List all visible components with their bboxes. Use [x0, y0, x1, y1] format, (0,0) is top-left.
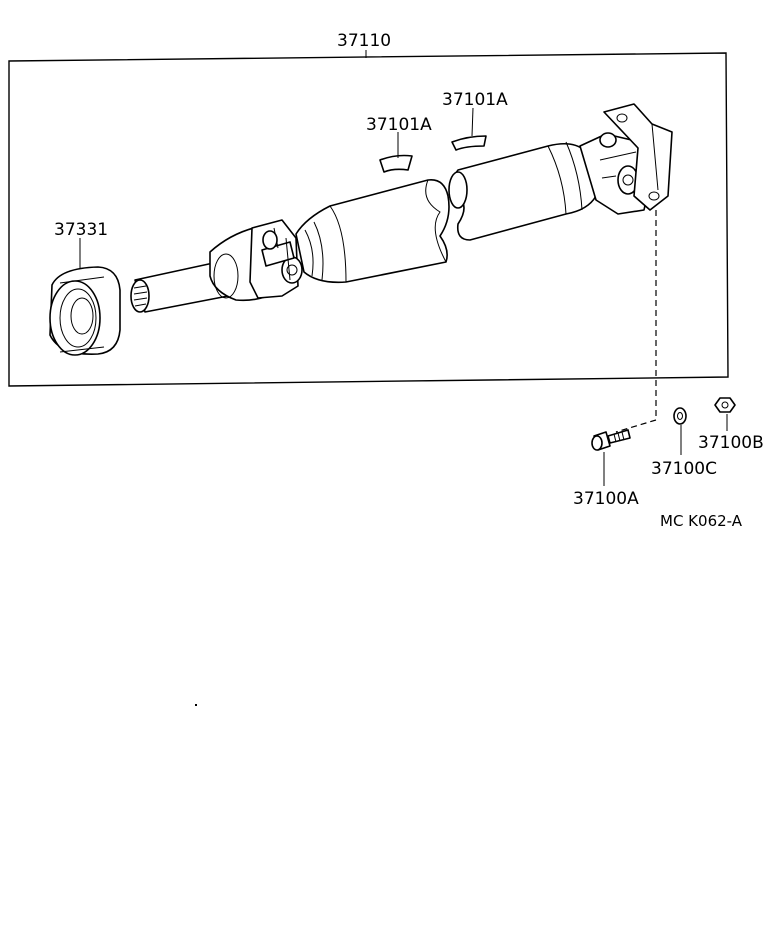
flange-yoke	[603, 103, 673, 211]
shaft-tube-rear	[448, 141, 597, 241]
balance-weight-lower	[379, 154, 413, 173]
weight-upper-part-number: 37101A	[442, 90, 508, 110]
shaft-tube-front	[295, 179, 450, 284]
bolt-alignment-line	[615, 210, 657, 433]
drawing-code: MC K062-A	[660, 512, 743, 530]
nut-part-number: 37100B	[698, 433, 764, 453]
dust-boot	[49, 266, 121, 356]
flange-bolt	[591, 429, 631, 451]
balance-weight-upper	[451, 135, 487, 151]
washer-part-number: 37100C	[651, 459, 717, 479]
lock-washer	[673, 407, 687, 425]
weight-upper-leader	[471, 107, 474, 137]
dust-boot-part-number: 37331	[54, 220, 108, 240]
bolt-part-number: 37100A	[573, 489, 639, 509]
assembly-part-number: 37110	[337, 31, 391, 51]
weight-lower-part-number: 37101A	[366, 115, 432, 135]
front-universal-joint	[249, 219, 303, 299]
assembly-frame	[8, 52, 729, 387]
flange-nut	[714, 397, 736, 413]
scan-speck	[195, 704, 197, 706]
